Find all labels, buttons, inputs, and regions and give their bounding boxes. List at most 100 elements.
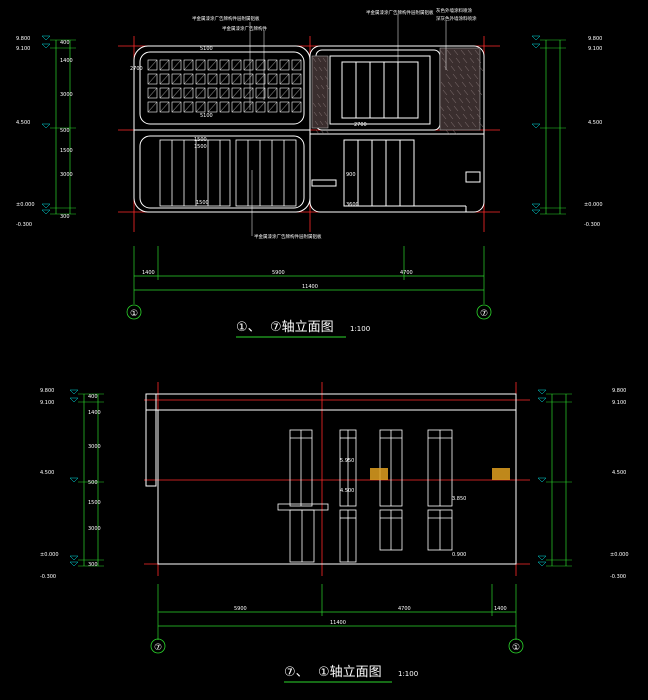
- top-level-left: 4.500: [16, 120, 30, 126]
- bottom-bottom-total: 11400: [330, 620, 346, 626]
- louver-cell: [147, 73, 158, 85]
- bottom-windows: [289, 429, 453, 563]
- top-inner-dim: 2700: [354, 122, 367, 128]
- svg-text:⑦: ⑦: [154, 643, 162, 653]
- bottom-axis-lines: [144, 382, 530, 576]
- window: [427, 509, 453, 551]
- louver-cell: [207, 59, 218, 71]
- louver-cell: [147, 59, 158, 71]
- bottom-vents: [370, 468, 510, 480]
- louver-cell: [183, 101, 194, 113]
- top-louver-pattern: [147, 59, 302, 113]
- top-dims-left: 400 1400 3000 500 1500 3000 300: [60, 40, 73, 220]
- top-elevation: 半金属漆涂广告牌构件层附属铝板 半金属漆涂广告牌构件 半金属漆涂广告牌构件层附属…: [16, 7, 603, 338]
- bottom-dim-left: 1400: [88, 410, 101, 416]
- louver-cell: [195, 101, 206, 113]
- top-level-text-right: 9.800 9.100 4.500 ±0.000 -0.300: [584, 36, 603, 228]
- louver-cell: [291, 87, 302, 99]
- louver-cell: [279, 73, 290, 85]
- louver-cell: [255, 59, 266, 71]
- top-dim-left: 400: [60, 40, 70, 46]
- top-inner-dim: 1500: [194, 137, 207, 143]
- top-bottom-dim: 5900: [272, 270, 285, 276]
- top-inner-dim: 1500: [194, 144, 207, 150]
- bottom-title-scale: 1:100: [398, 670, 418, 678]
- top-level-right: 9.800: [588, 36, 602, 42]
- top-inner-dim: 900: [346, 172, 356, 178]
- bottom-inner-level: 3.850: [452, 496, 466, 502]
- top-level-right: 4.500: [588, 120, 602, 126]
- window: [339, 429, 357, 507]
- louver-cell: [207, 73, 218, 85]
- louver-cell: [291, 73, 302, 85]
- top-inner-dim: 1500: [196, 200, 209, 206]
- louver-cell: [279, 87, 290, 99]
- top-dim-left: 300: [60, 214, 70, 220]
- top-bottom-dim: 1400: [142, 270, 155, 276]
- top-note-5: 深灰色外墙涂料喷涂: [436, 15, 477, 22]
- louver-cell: [183, 73, 194, 85]
- louver-cell: [243, 101, 254, 113]
- louver-cell: [183, 59, 194, 71]
- louver-cell: [147, 87, 158, 99]
- top-stone-cladding: [311, 47, 484, 136]
- bottom-inner-level: 4.500: [340, 488, 354, 494]
- louver-cell: [147, 101, 158, 113]
- bottom-inner-level: 0.900: [452, 552, 466, 558]
- louver-cell: [279, 59, 290, 71]
- top-dim-left: 1500: [60, 148, 73, 154]
- louver-cell: [291, 59, 302, 71]
- top-level-right: ±0.000: [584, 202, 603, 208]
- top-dim-left: 3000: [60, 172, 73, 178]
- svg-text:①: ①: [130, 309, 138, 319]
- louver-cell: [159, 101, 170, 113]
- louver-cell: [243, 59, 254, 71]
- window: [339, 509, 357, 563]
- bottom-level-right: 9.800: [612, 388, 626, 394]
- svg-text:⑦: ⑦: [480, 309, 488, 319]
- top-level-text-left: 9.800 9.100 4.500 ±0.000 -0.300: [16, 36, 35, 228]
- top-bottom-dim: 4700: [400, 270, 413, 276]
- bottom-level-left: ±0.000: [40, 552, 59, 558]
- top-inner-dim: 5100: [200, 46, 213, 52]
- top-title: ①、 ⑦轴立面图 1:100: [236, 320, 370, 338]
- louver-cell: [255, 87, 266, 99]
- louver-cell: [171, 101, 182, 113]
- bottom-elevation: 5.950 4.500 3.850 0.900 9.800 9.100 4.50…: [40, 382, 629, 683]
- bottom-level-right: 4.500: [612, 470, 626, 476]
- louver-cell: [279, 101, 290, 113]
- louver-cell: [219, 87, 230, 99]
- bottom-dim-left: 500: [88, 480, 98, 486]
- bottom-level-left: 4.500: [40, 470, 54, 476]
- louver-cell: [267, 101, 278, 113]
- bottom-entrance: [277, 503, 329, 563]
- louver-cell: [195, 87, 206, 99]
- louver-cell: [159, 73, 170, 85]
- window: [289, 429, 313, 507]
- louver-cell: [171, 59, 182, 71]
- window: [379, 509, 403, 551]
- top-level-left: 9.800: [16, 36, 30, 42]
- top-inner-dims: 5100 2700 5100 1500 1500 2700 900 3600 1…: [130, 46, 367, 208]
- louver-cell: [207, 87, 218, 99]
- top-inner-dim: 5100: [200, 113, 213, 119]
- top-leader-lines: [249, 14, 447, 236]
- louver-cell: [267, 87, 278, 99]
- top-level-left: ±0.000: [16, 202, 35, 208]
- bottom-bottom-dim: 5900: [234, 606, 247, 612]
- louver-cell: [159, 87, 170, 99]
- top-note-1: 半金属漆涂广告牌构件层附属铝板: [192, 15, 260, 22]
- top-level-right: -0.300: [584, 222, 600, 228]
- top-axis-bubble-left: ①: [126, 304, 142, 320]
- louver-cell: [219, 59, 230, 71]
- bottom-title-post: ①轴立面图: [318, 665, 382, 680]
- bottom-level-chains: [69, 389, 572, 567]
- top-title-post: ⑦轴立面图: [270, 320, 334, 335]
- top-level-left: 9.100: [16, 46, 30, 52]
- louver-cell: [243, 73, 254, 85]
- top-level-chains: [41, 35, 566, 215]
- louver-cell: [231, 59, 242, 71]
- top-level-right: 9.100: [588, 46, 602, 52]
- bottom-level-text-left: 9.800 9.100 4.500 ±0.000 -0.300: [40, 388, 59, 580]
- bottom-dim-left: 3000: [88, 526, 101, 532]
